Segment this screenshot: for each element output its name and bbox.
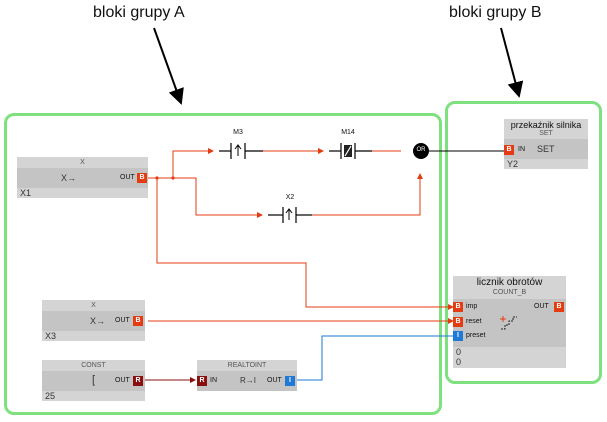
- group-b-frame: [445, 101, 602, 384]
- out-label: OUT: [267, 377, 282, 384]
- input-block-x3[interactable]: X X→ OUT B X3: [42, 300, 145, 341]
- set-icon: SET: [537, 144, 555, 154]
- wire-x1-to-counter-imp: [156, 178, 454, 310]
- counter-value-1: 0: [456, 347, 462, 357]
- annotation-arrow-a: [153, 27, 184, 105]
- contact-m14-label: M14: [341, 129, 355, 136]
- block-title: przekaźnik silnika: [510, 120, 582, 130]
- const-bracket-icon: [: [92, 374, 96, 386]
- input-block-x1[interactable]: X X→ OUT B X1: [17, 157, 148, 198]
- out-pin[interactable]: B: [137, 173, 147, 183]
- contact-x2-label: X2: [285, 194, 295, 201]
- out-label: OUT: [115, 377, 130, 384]
- counter-stair-icon: [500, 316, 517, 330]
- block-header: REALTOINT: [227, 362, 267, 369]
- block-name: X3: [45, 331, 57, 341]
- counter-reset-pin[interactable]: B: [453, 317, 463, 327]
- in-pin[interactable]: R: [197, 376, 207, 386]
- wire-realtoint-to-counter-preset: [297, 335, 453, 381]
- block-subtitle: COUNT_B: [492, 289, 527, 296]
- const-block[interactable]: CONST [ OUT R 25: [42, 360, 145, 401]
- out-pin[interactable]: R: [133, 376, 143, 386]
- in-label: IN: [210, 377, 217, 384]
- in-label: IN: [518, 146, 525, 153]
- contact-m3-label: M3: [233, 129, 243, 136]
- group-b-label: bloki grupy B: [449, 4, 542, 21]
- counter-block[interactable]: licznik obrotów COUNT_B B imp B reset I …: [453, 276, 566, 368]
- const-value: 25: [45, 391, 56, 401]
- motor-relay-block[interactable]: przekaźnik silnika SET B IN SET Y2: [504, 119, 588, 169]
- group-a-frame: [4, 113, 442, 415]
- counter-value-2: 0: [456, 357, 462, 367]
- in-pin[interactable]: B: [504, 145, 514, 155]
- counter-imp-pin[interactable]: B: [453, 302, 463, 312]
- annotation-arrow-b: [500, 27, 524, 98]
- block-subtitle: SET: [539, 130, 553, 137]
- block-header: CONST: [81, 362, 106, 369]
- realtoint-block[interactable]: REALTOINT R IN R→I OUT I: [197, 360, 297, 391]
- convert-icon: R→I: [240, 376, 256, 385]
- wire-x1-to-m3: [148, 148, 214, 179]
- group-a-label: bloki grupy A: [93, 4, 185, 21]
- out-label: OUT: [115, 317, 130, 324]
- block-header: X: [91, 302, 96, 309]
- input-arrow-icon: X→: [61, 173, 77, 183]
- input-arrow-icon: X→: [90, 316, 106, 326]
- out-pin[interactable]: B: [554, 302, 564, 312]
- or-gate-label: OR: [416, 147, 426, 153]
- block-name: X1: [20, 188, 32, 198]
- block-title: licznik obrotów: [476, 277, 543, 288]
- counter-imp-label: imp: [466, 303, 478, 310]
- out-label: OUT: [120, 174, 135, 181]
- out-pin[interactable]: I: [285, 376, 295, 386]
- block-name: Y2: [507, 159, 519, 169]
- block-header: X: [80, 159, 85, 166]
- counter-preset-pin[interactable]: I: [453, 331, 463, 341]
- counter-preset-label: preset: [466, 332, 486, 339]
- out-label: OUT: [534, 303, 549, 310]
- out-pin[interactable]: B: [133, 316, 143, 326]
- counter-reset-label: reset: [466, 318, 482, 325]
- wire-x1-to-x2: [173, 177, 263, 218]
